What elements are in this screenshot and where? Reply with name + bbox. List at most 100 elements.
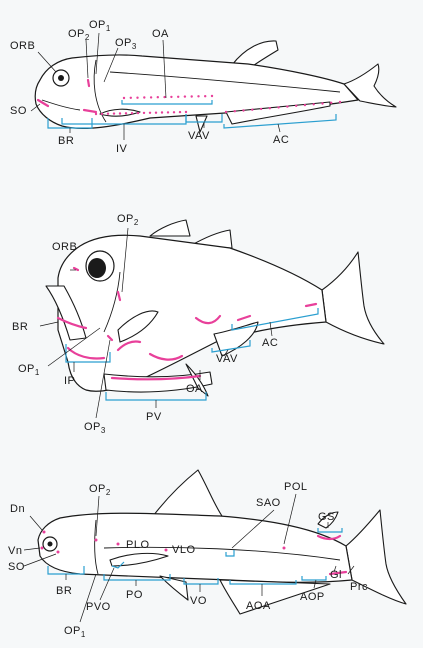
fish2-label-op3: OP3 — [84, 421, 106, 435]
fish1-dorsal-fin — [231, 40, 279, 69]
fish3-leader-vn — [23, 547, 41, 551]
fish3-leader-op1 — [79, 573, 97, 623]
fish1-photophore-row-oa — [122, 94, 214, 100]
fish2-label-vav: VAV — [216, 353, 238, 365]
fish3-suborbital-photophore — [56, 550, 60, 554]
fish3-label-po: PO — [126, 589, 143, 601]
fish1-leader-ac — [277, 123, 281, 133]
fish3-label-aoa: AOA — [246, 600, 271, 612]
fish3-plo-photophore — [116, 542, 120, 546]
fish3-bracket-po — [103, 574, 171, 581]
fish3-dorsonasal-photophore — [42, 530, 46, 534]
fish3-label-pvo: PVO — [86, 601, 111, 613]
fish3-label-pol: POL — [284, 481, 308, 493]
fish1-photophore-row-iv — [94, 110, 188, 116]
fish3-label-br: BR — [56, 585, 72, 597]
photophore-dot — [163, 95, 166, 99]
fish3-dorsal-fin — [149, 469, 223, 521]
fish-1: ORB OP2 OP1 OP3 OA SO BR IV VAV AC — [10, 19, 397, 155]
photophore-dot — [143, 96, 146, 99]
fish3-ventronasal-photophore — [40, 546, 44, 550]
fish3-bracket-vo — [183, 578, 219, 585]
fish1-label-so: SO — [10, 105, 27, 117]
fish2-leader-ac — [269, 321, 273, 337]
fish3-leader-pol — [283, 493, 297, 545]
fish2-ventral-keel-photophores — [110, 374, 202, 381]
fish1-leader-orb — [37, 51, 57, 73]
fish2-label-oa: OA — [186, 383, 203, 395]
fish2-caudal-photophores-2 — [304, 302, 318, 308]
fish2-orbital-photophore — [72, 266, 80, 272]
photophore-dot — [172, 111, 176, 114]
fish2-leader-op3 — [95, 339, 111, 419]
fish1-leader-op3 — [103, 47, 119, 83]
fish2-pupil — [88, 258, 106, 278]
fish3-leader-gl — [333, 565, 337, 573]
photophore-dot — [312, 103, 315, 106]
fish2-label-ac: AC — [262, 337, 278, 349]
fish2-leader-vav — [223, 349, 229, 357]
fish3-label-aop: AOP — [300, 591, 325, 603]
fish3-label-gs: GS — [318, 511, 335, 523]
fish1-label-oa: OA — [152, 28, 169, 40]
fish3-pectoral-fin — [109, 552, 169, 567]
fish3-lateral-line — [103, 546, 341, 561]
fish2-bracket-ac — [231, 308, 319, 331]
fish2-label-orb: ORB — [52, 241, 77, 253]
photophore-dot — [338, 100, 342, 104]
photophore-dot — [136, 96, 139, 99]
fish1-lateral-line — [109, 71, 341, 93]
photophore-dot — [130, 112, 134, 115]
fish2-caudal-photophores — [236, 314, 252, 322]
photophore-dot — [277, 106, 280, 109]
fish1-label-iv: IV — [116, 143, 128, 155]
fish2-branchiostegal-photophores — [56, 316, 88, 330]
fish2-op2-photophore — [116, 290, 122, 302]
photophore-dot — [197, 95, 200, 98]
fish1-photophore-row-ac — [224, 100, 342, 114]
fish1-tail-fin — [343, 63, 397, 108]
fish3-op2-photophore — [94, 538, 98, 542]
fish2-abdominal-photophores — [148, 352, 184, 361]
fish2-label-ip: IP — [64, 375, 75, 387]
fish3-label-vlo: VLO — [172, 544, 196, 556]
fish1-jaw — [41, 99, 81, 111]
photophore-dot — [156, 96, 159, 99]
fish1-leader-op2 — [85, 39, 89, 79]
fish1-pelvic-fin — [195, 115, 208, 133]
photophore-dot — [184, 110, 188, 114]
fish1-ventral-photophore-row — [82, 108, 98, 114]
fish3-leader-dn — [29, 515, 43, 531]
fish3-label-gl: Gl — [330, 569, 342, 581]
fish1-gill-cover — [93, 59, 107, 123]
fish1-label-br: BR — [58, 135, 74, 147]
fish3-pupil — [47, 541, 53, 547]
fish3-vlo-photophore — [164, 548, 168, 552]
photophore-dot — [122, 96, 126, 100]
fish3-bracket-aop — [301, 576, 327, 581]
photophore-dot — [112, 112, 116, 115]
fish2-leader-op2 — [121, 227, 129, 293]
fish2-pelvic-fin — [185, 363, 209, 397]
fish3-label-plo: PLO — [126, 539, 150, 551]
fish2-body — [57, 234, 327, 392]
photophore-dot — [259, 107, 263, 111]
fish1-leader-oa — [162, 39, 167, 99]
fish1-pupil — [58, 75, 64, 81]
photophore-dot — [118, 112, 122, 115]
fish3-leader-op2 — [95, 495, 100, 537]
photophore-dot — [321, 102, 324, 105]
photophore-dot — [166, 111, 170, 114]
photophore-dot — [177, 95, 180, 99]
fish2-tail-fin — [321, 251, 385, 345]
photophore-dot — [129, 96, 132, 100]
photophore-dot — [160, 111, 164, 114]
fish1-label-op1: OP1 — [89, 19, 111, 33]
photophore-dot — [106, 112, 110, 115]
photophore-dot — [183, 95, 187, 98]
fish3-bracket-gs — [317, 528, 343, 533]
fish2-anal-photophores — [194, 314, 222, 325]
fish2-bracket-vav — [211, 340, 251, 353]
fish3-label-sao: SAO — [256, 497, 281, 509]
